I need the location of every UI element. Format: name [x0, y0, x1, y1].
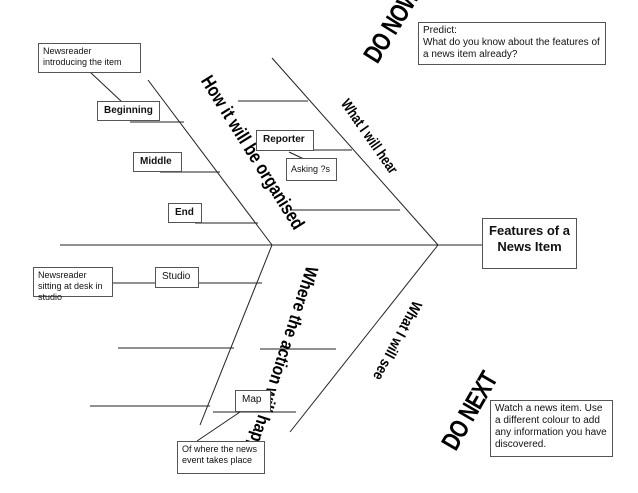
note-newsreader-intro: Newsreader introducing the item	[38, 43, 141, 73]
do-now-prompt-box: Predict: What do you know about the feat…	[418, 22, 606, 65]
do-now-prompt-line2: What do you know about the features of a…	[423, 37, 600, 60]
outer-upper-bone	[271, 57, 439, 246]
connector-intro	[89, 71, 123, 103]
do-next-prompt-box: Watch a news item. Use a different colou…	[490, 400, 613, 457]
label-map: Map	[235, 390, 271, 412]
label-end-text: End	[175, 207, 194, 218]
label-map-text: Map	[242, 394, 262, 405]
label-studio: Studio	[155, 267, 199, 288]
do-next-prompt: Watch a news item. Use a different colou…	[495, 403, 607, 450]
label-beginning: Beginning	[97, 101, 160, 121]
note-map-text: Of where the news event takes place	[182, 444, 258, 465]
label-reporter: Reporter	[256, 130, 314, 151]
label-reporter-text: Reporter	[263, 134, 305, 145]
label-asking-text: Asking ?s	[291, 164, 331, 174]
outer-lower-bone	[289, 244, 439, 433]
note-newsreader-intro-text: Newsreader introducing the item	[43, 46, 122, 67]
label-studio-text: Studio	[162, 271, 191, 282]
diagram-title-box: Features of a News Item	[482, 218, 577, 269]
note-map: Of where the news event takes place	[177, 441, 265, 474]
label-asking: Asking ?s	[286, 158, 337, 181]
do-now-prompt-line1: Predict:	[423, 25, 457, 36]
label-beginning-text: Beginning	[104, 105, 153, 116]
inner-lower-bone	[199, 244, 273, 426]
label-end: End	[168, 203, 202, 223]
inner-upper-bone	[147, 79, 273, 246]
note-newsreader-desk: Newsreader sitting at desk in studio	[33, 267, 113, 302]
label-middle: Middle	[133, 152, 182, 172]
connector-map-note	[196, 411, 241, 442]
note-newsreader-desk-text: Newsreader sitting at desk in studio	[38, 270, 103, 302]
label-middle-text: Middle	[140, 156, 172, 167]
diagram-title: Features of a News Item	[489, 223, 570, 254]
